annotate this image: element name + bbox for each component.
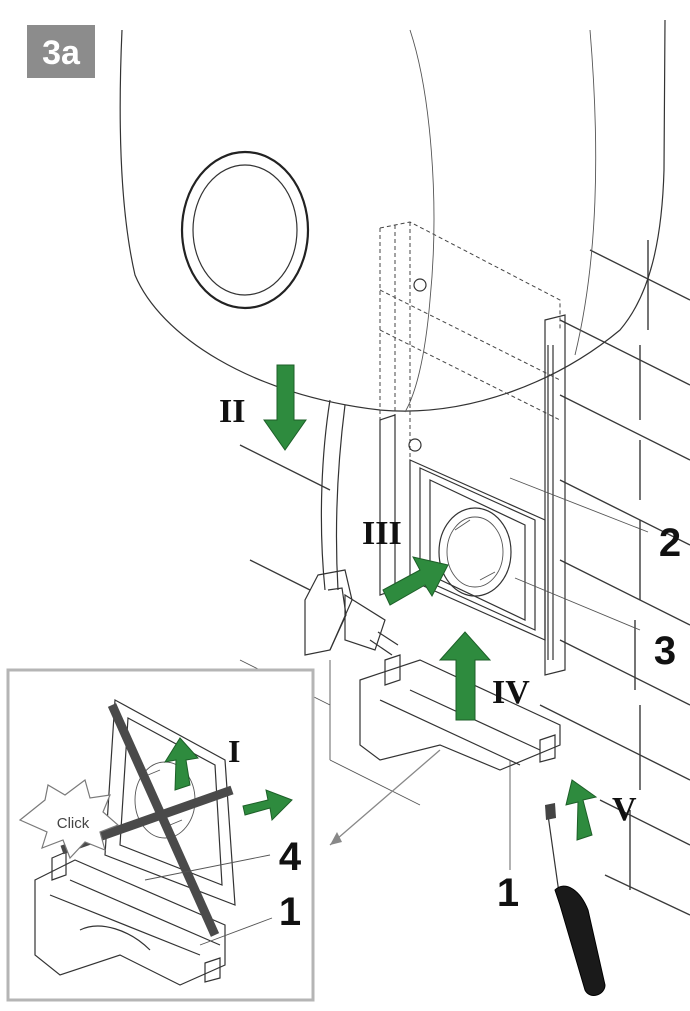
step-label-iv: IV: [492, 674, 530, 711]
arrow-ii-icon: [263, 364, 307, 451]
wall-tiles: [239, 240, 690, 916]
callout-1-inset: 1: [279, 890, 301, 934]
callout-2: 2: [659, 521, 681, 565]
figure-tag: 3a: [27, 25, 95, 78]
screwdriver-icon: [545, 803, 606, 996]
callout-3: 3: [654, 629, 676, 673]
mounting-bracket: [379, 221, 566, 676]
arrow-v-icon: [565, 779, 598, 841]
step-arrows: [263, 364, 598, 841]
heater-knob-inner: [192, 164, 298, 296]
detail-inset: Click I 4 1: [6, 668, 315, 1002]
socket-plate: [409, 459, 546, 641]
arrow-iii-icon: [382, 556, 449, 606]
callout-4: 4: [279, 835, 302, 879]
step-label-v: V: [612, 791, 637, 828]
water-heater-body: [119, 19, 666, 413]
power-cable: [304, 399, 399, 656]
step-label-iii: III: [362, 515, 402, 552]
figure-tag-text: 3a: [42, 34, 81, 72]
arrow-i-right-icon: [242, 789, 293, 822]
x-cross-icon: [107, 703, 220, 937]
arrow-iv-icon: [438, 631, 492, 721]
leader-lines: [329, 477, 649, 870]
step-label-i: I: [228, 733, 240, 769]
click-text: Click: [57, 815, 90, 832]
arrow-i-up-icon: [163, 737, 199, 791]
callout-1-main: 1: [497, 871, 519, 915]
step-label-ii: II: [219, 393, 245, 430]
click-burst-icon: [18, 778, 120, 860]
